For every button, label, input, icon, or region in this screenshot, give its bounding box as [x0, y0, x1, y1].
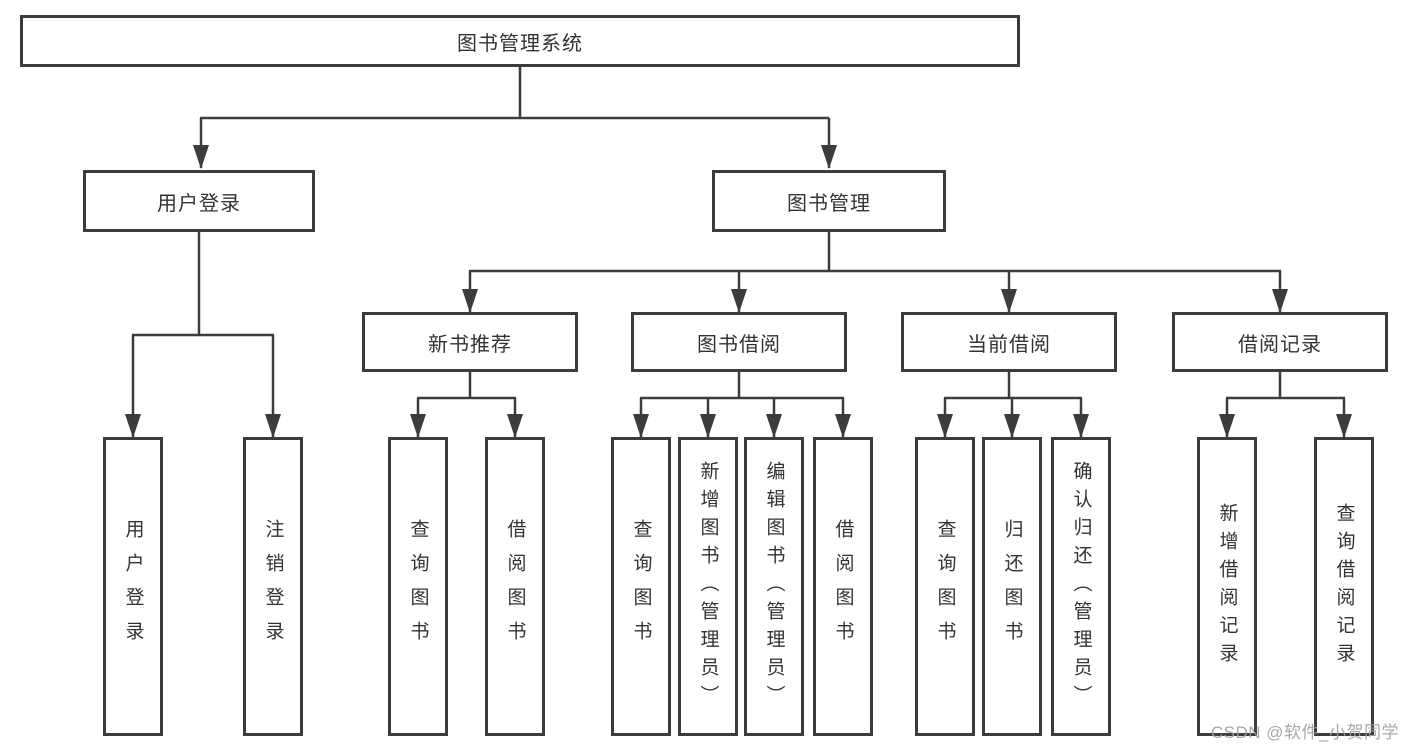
leaf-records-add-record-label: 新增借阅记录 — [1216, 502, 1238, 671]
node-book-borrow: 图书借阅 — [631, 312, 847, 372]
node-user-login-label: 用户登录 — [157, 192, 241, 215]
leaf-current-return-books-label: 归还图书 — [1001, 518, 1023, 655]
leaf-current-confirm-return-admin-label: 确认归还（管理员） — [1070, 460, 1092, 713]
leaf-borrow-query-books: 查询图书 — [611, 437, 671, 736]
node-new-book-recommend: 新书推荐 — [362, 312, 578, 372]
leaf-user-login: 用户登录 — [103, 437, 163, 736]
node-new-book-recommend-label: 新书推荐 — [428, 333, 512, 356]
leaf-user-login-label: 用户登录 — [122, 518, 144, 655]
leaf-borrow-edit-books-admin-label: 编辑图书（管理员） — [763, 460, 785, 713]
node-current-borrow: 当前借阅 — [901, 312, 1117, 372]
node-user-login: 用户登录 — [83, 170, 315, 232]
leaf-logout-label: 注销登录 — [262, 518, 284, 655]
leaf-logout: 注销登录 — [243, 437, 303, 736]
leaf-current-confirm-return-admin: 确认归还（管理员） — [1051, 437, 1111, 736]
watermark: CSDN @软件_小贺同学 — [1210, 723, 1399, 742]
leaf-borrow-add-books-admin: 新增图书（管理员） — [678, 437, 738, 736]
leaf-borrow-borrow-books-label: 借阅图书 — [832, 518, 854, 655]
node-borrow-records-label: 借阅记录 — [1238, 333, 1322, 356]
leaf-borrow-edit-books-admin: 编辑图书（管理员） — [744, 437, 804, 736]
node-current-borrow-label: 当前借阅 — [967, 333, 1051, 356]
node-root-label: 图书管理系统 — [457, 32, 583, 55]
leaf-records-query-record: 查询借阅记录 — [1314, 437, 1374, 736]
node-root: 图书管理系统 — [20, 15, 1020, 67]
leaf-recommend-query-books-label: 查询图书 — [407, 518, 429, 655]
node-book-management: 图书管理 — [712, 170, 946, 232]
leaf-borrow-add-books-admin-label: 新增图书（管理员） — [697, 460, 719, 713]
leaf-current-query-books-label: 查询图书 — [934, 518, 956, 655]
leaf-records-query-record-label: 查询借阅记录 — [1333, 502, 1355, 671]
leaf-records-add-record: 新增借阅记录 — [1197, 437, 1257, 736]
node-borrow-records: 借阅记录 — [1172, 312, 1388, 372]
leaf-current-return-books: 归还图书 — [982, 437, 1042, 736]
leaf-recommend-borrow-books: 借阅图书 — [485, 437, 545, 736]
leaf-borrow-borrow-books: 借阅图书 — [813, 437, 873, 736]
node-book-borrow-label: 图书借阅 — [697, 333, 781, 356]
node-book-management-label: 图书管理 — [787, 192, 871, 215]
leaf-recommend-query-books: 查询图书 — [388, 437, 448, 736]
leaf-current-query-books: 查询图书 — [915, 437, 975, 736]
leaf-recommend-borrow-books-label: 借阅图书 — [504, 518, 526, 655]
leaf-borrow-query-books-label: 查询图书 — [630, 518, 652, 655]
